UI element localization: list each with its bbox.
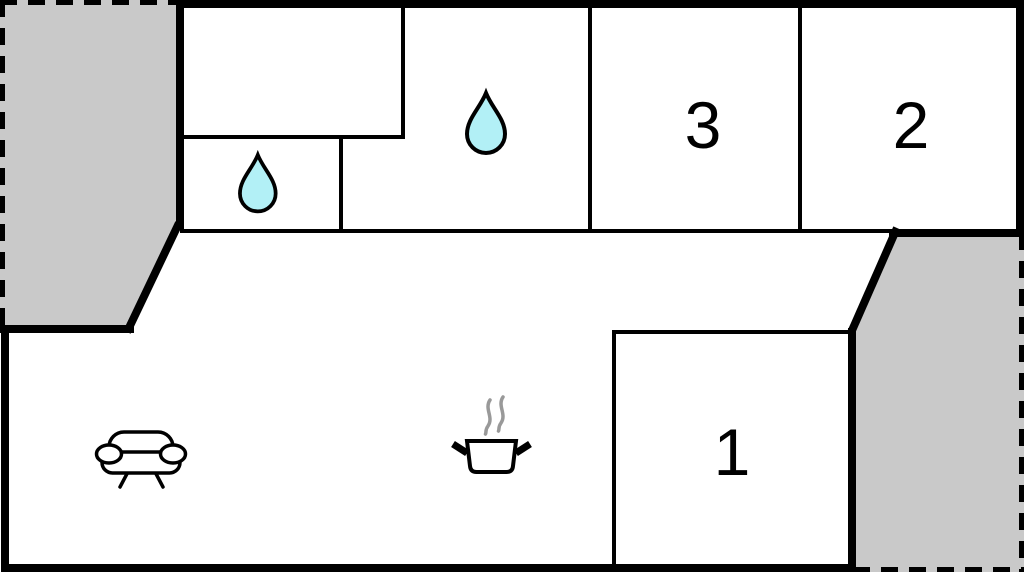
pot-handle-right	[514, 441, 532, 456]
water-drop-icon	[464, 87, 508, 156]
terrace-top-left-area	[0, 0, 180, 331]
pot-body	[464, 439, 519, 474]
room-label-bedroom-2: 2	[893, 88, 930, 162]
outer-wall-diagonal-top-left	[123, 221, 183, 334]
terrace-bottom-right-dashed-border	[853, 233, 1024, 572]
pot-body-group	[451, 439, 532, 474]
cooking-pot-icon	[451, 395, 532, 474]
inner-walls	[178, 0, 895, 568]
water-drop-icon	[238, 149, 278, 214]
sofa-armrest-left	[94, 443, 124, 465]
sofa-icon	[94, 430, 188, 489]
water-drop-shape	[238, 149, 278, 214]
room-label-bedroom-1: 1	[714, 415, 751, 489]
pot-handle-left	[451, 441, 469, 456]
terrace-bottom-right-area	[852, 231, 1024, 572]
water-drop-shape	[464, 87, 508, 156]
steam-lines	[483, 395, 505, 436]
room-label-bedroom-3: 3	[685, 88, 722, 162]
terrace-top-left-dashed-border	[0, 0, 177, 330]
outer-wall-diagonal-bottom-right	[846, 226, 901, 337]
terrace-bottom-right	[852, 231, 1024, 572]
steam-line-right	[496, 395, 505, 433]
sofa-armrest-right	[158, 443, 188, 465]
terrace-top-left	[0, 0, 180, 331]
steam-line-left	[483, 398, 492, 436]
